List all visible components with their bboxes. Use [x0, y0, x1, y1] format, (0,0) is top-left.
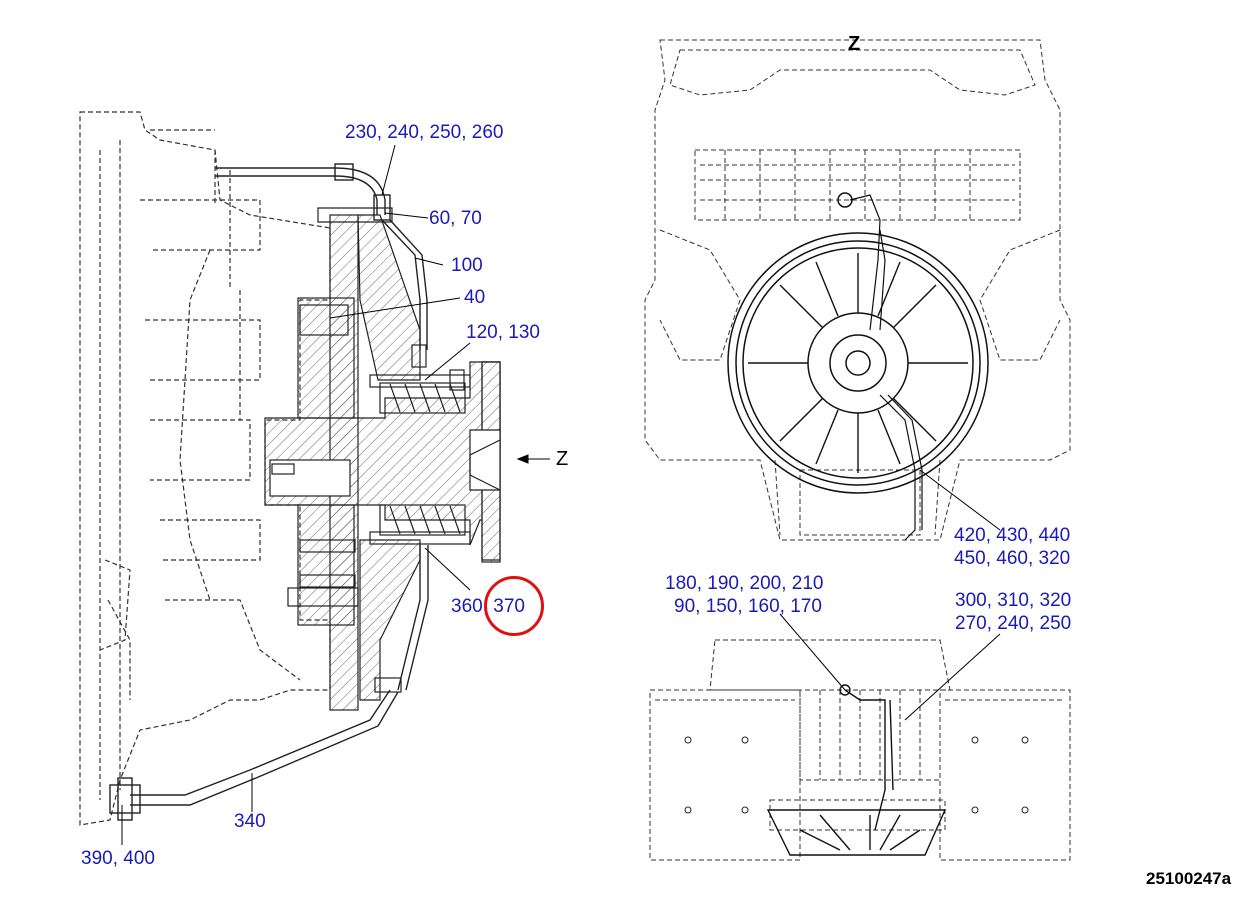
callout-40: 40 — [464, 287, 486, 308]
highlight-circle-370 — [484, 576, 544, 636]
callout-60: 60, 70 — [429, 208, 482, 229]
leader-lines-left — [121, 144, 550, 845]
oil-line-upper — [215, 163, 428, 350]
ring-part-40 — [297, 297, 355, 626]
callout-420-line1: 420, 430, 440 — [954, 525, 1071, 546]
left-section-view — [79, 111, 501, 826]
engine-rear-view — [644, 39, 1071, 541]
bolts — [287, 344, 465, 693]
engine-top-view — [649, 639, 1071, 861]
callout-420-line2: 450, 460, 320 — [954, 548, 1071, 569]
callout-180-line2: 90, 150, 160, 170 — [674, 596, 822, 617]
bearings — [369, 374, 471, 545]
flywheel-spokes — [748, 253, 968, 473]
bell-housing-top — [766, 684, 947, 856]
hub-shaft — [264, 361, 501, 563]
callout-390: 390, 400 — [81, 848, 155, 869]
view-letter-z: Z — [848, 33, 861, 55]
flywheel — [727, 192, 989, 541]
callout-100: 100 — [451, 255, 483, 276]
callout-120: 120, 130 — [466, 322, 540, 343]
leader-lines-bottom-right — [779, 613, 1001, 721]
callout-230: 230, 240, 250, 260 — [345, 122, 504, 143]
callout-300-line2: 270, 240, 250 — [955, 613, 1072, 634]
callout-300-line1: 300, 310, 320 — [955, 590, 1072, 611]
arrow-letter-z: Z — [556, 448, 569, 470]
leader-420 — [919, 469, 1001, 531]
oil-line-340 — [109, 545, 429, 821]
mount-bolts — [684, 736, 1029, 814]
document-number: 25100247a — [1146, 869, 1232, 888]
callout-340: 340 — [234, 811, 266, 832]
callout-180-line1: 180, 190, 200, 210 — [665, 573, 824, 594]
